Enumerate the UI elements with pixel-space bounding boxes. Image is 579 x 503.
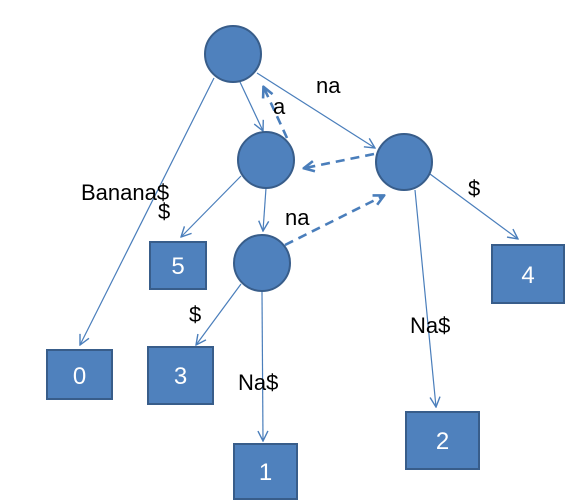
- leaf-1-label: 1: [259, 459, 272, 486]
- node-a: [237, 131, 295, 189]
- suffix-link-ana-to-na: [284, 196, 383, 247]
- leaf-4-label: 4: [521, 262, 534, 289]
- edge-node-a-to-node-ana: [263, 187, 266, 231]
- leaf-5: 5: [149, 241, 207, 290]
- edge-label-ana-to-leaf1: Na$: [238, 370, 278, 395]
- leaf-2-label: 2: [436, 428, 449, 455]
- leaf-5-label: 5: [171, 253, 184, 280]
- node-ana: [233, 234, 291, 292]
- edge-label-na-to-leaf4: $: [468, 176, 480, 201]
- leaf-2: 2: [405, 411, 480, 470]
- suffix-link-na-to-a: [305, 152, 375, 168]
- edge-node-ana-to-leaf3: [196, 283, 242, 345]
- edge-label-na-to-leaf2: Na$: [410, 313, 450, 338]
- edge-node-na-to-leaf2: [414, 189, 436, 407]
- edge-label-a-to-ana: na: [285, 205, 310, 230]
- edge-node-na-to-leaf4: [429, 173, 518, 239]
- edge-node-ana-to-leaf1: [262, 291, 263, 441]
- edge-root-to-node-a: [239, 81, 263, 131]
- leaf-1: 1: [233, 443, 298, 500]
- edge-label-ana-to-leaf3: $: [189, 302, 201, 327]
- edge-root-to-node-na: [256, 72, 375, 148]
- leaf-0-label: 0: [73, 363, 86, 390]
- edge-label-a-to-leaf5: $: [158, 199, 170, 224]
- leaf-3-label: 3: [174, 363, 187, 390]
- edge-root-to-leaf0: [80, 77, 215, 345]
- leaf-4: 4: [491, 244, 565, 304]
- edge-label-root-to-na: na: [316, 73, 341, 98]
- node-na: [375, 133, 433, 191]
- edge-label-root-to-a: a: [273, 94, 286, 119]
- suffix-link-a-to-root: [264, 88, 289, 139]
- root-node: [204, 25, 262, 83]
- leaf-3: 3: [147, 346, 214, 405]
- leaf-0: 0: [46, 349, 113, 400]
- edge-label-root-to-leaf0: Banana$: [81, 180, 169, 205]
- edge-node-a-to-leaf5: [181, 175, 242, 237]
